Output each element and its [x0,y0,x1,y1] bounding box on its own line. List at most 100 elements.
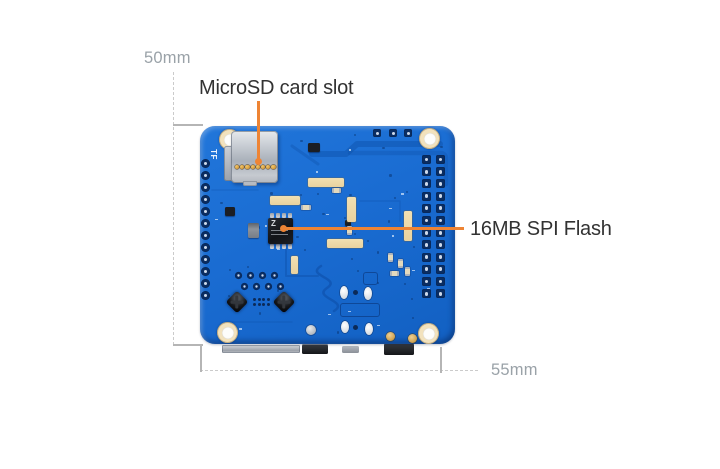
via-dot [354,233,357,236]
silkscreen-mark [389,207,392,210]
solder-pad [347,197,356,222]
left-header-pin [201,243,210,252]
via-dot [382,146,385,149]
gpio-pin [422,179,431,189]
spi-callout-dot [280,224,287,232]
via-dot [366,239,369,243]
solder-pad [404,211,412,241]
grid-dot [257,298,261,301]
sd-contact-dot [266,164,271,170]
chip-leg [276,244,280,249]
bottom-pad [264,282,273,291]
tf-silkscreen-label: TF [208,149,218,160]
edge-pad [386,332,395,341]
chip-leg [282,213,286,218]
bottom-pad [234,271,243,280]
silkscreen-mark [401,193,404,195]
width-tick-left [200,346,202,372]
gpio-pin [436,277,445,286]
via-dot [246,265,249,268]
silkscreen-mark [239,328,242,330]
left-header-pin [201,171,210,180]
silkscreen-mark [326,213,329,216]
silkscreen-mark [391,235,395,237]
gpio-pin [436,240,445,250]
bottom-connector-black [302,344,328,354]
via-dot [344,217,347,220]
via-dot [353,134,357,137]
grid-dot [262,298,265,301]
sd-contact-dot [245,164,250,170]
via-pad [353,290,358,295]
smd-capacitor [388,253,393,262]
smd-capacitor [398,259,403,268]
left-header-pin [201,291,210,300]
grid-dot [262,302,265,306]
mounting-hole-top-right [419,128,440,149]
grid-dot [266,298,270,301]
gpio-pin [422,203,431,213]
via-dot [357,270,360,273]
left-header-pin [201,159,210,168]
microsd-slot-tab [224,146,233,181]
silkscreen-mark [377,325,380,327]
sd-contact-dot [260,164,266,170]
microsd-callout-label: MicroSD card slot [199,77,354,99]
bottom-pad [258,271,267,280]
bottom-pad [240,282,249,291]
gpio-pin [422,228,431,238]
sd-contact-dot [235,164,240,170]
oval-pad [340,286,348,299]
silkscreen-mark [328,313,331,316]
left-header-pin [201,207,210,216]
height-tick-top [173,124,203,126]
silkscreen-mark [412,269,415,272]
left-header-pin [201,255,210,264]
sd-contact-dot [240,164,245,170]
gpio-pin [436,191,445,201]
gpio-pin [436,203,445,213]
silkscreen-mark [427,287,430,289]
chip-leg [270,244,274,249]
oval-pad [341,321,349,333]
height-tick-bottom [173,344,203,346]
via-dot [300,140,303,143]
via-dot [412,317,415,320]
via-dot [388,220,391,223]
via-dot [404,282,407,285]
sd-contact-dot [271,164,276,170]
gpio-pin [422,252,431,262]
via-pad [353,325,358,330]
via-dot [406,190,409,193]
via-dot [389,174,392,177]
mounting-hole-bottom-left [217,322,238,343]
trace-outline [363,272,378,285]
gpio-pin [436,179,445,189]
gpio-pin [422,155,431,164]
grid-dot [253,298,256,301]
microsd-callout-line [257,101,260,161]
gpio-pin [422,277,431,286]
trace-outline [340,303,380,317]
chip-leg [282,244,286,249]
via-dot [410,297,413,300]
bottom-pad [252,282,261,291]
via-dot [228,268,231,271]
gpio-pin [436,216,445,225]
width-dimension-label: 55mm [491,361,538,379]
via-dot [270,192,273,195]
via-dot [316,193,319,196]
edge-pad [408,334,417,343]
via-dot [322,212,325,215]
left-header-pin [201,183,210,192]
smd-resistor [390,271,399,276]
via-dot [377,251,380,254]
gpio-pin [436,228,445,238]
width-tick-right [440,347,442,373]
bottom-pad [276,282,285,291]
gpio-pin [422,264,431,274]
via-dot [258,312,262,315]
gpio-pin [436,167,445,177]
via-dot [303,248,307,251]
left-header-pin [201,219,210,228]
